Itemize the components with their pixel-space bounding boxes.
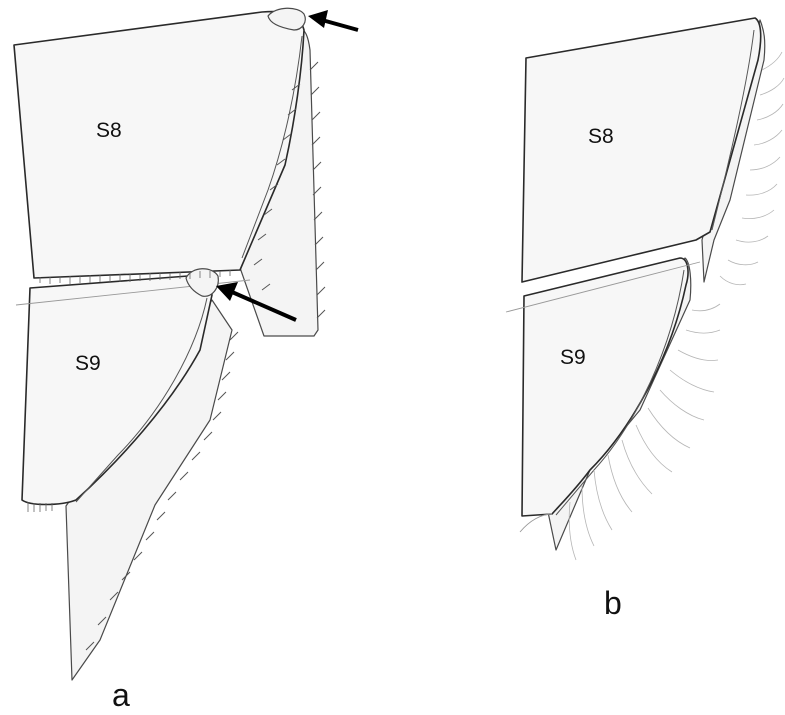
panel-b-s9-setae — [568, 303, 721, 561]
panel-b-s8-plate — [521, 17, 762, 283]
panel-a-s9-fringe — [27, 502, 53, 512]
panel-b-s8-setae — [719, 51, 785, 286]
panel-b: S8 S9 b — [505, 17, 785, 621]
panel-b-intersegmental-line — [505, 261, 701, 313]
panel-a-s9-lobe-teeth — [85, 331, 239, 651]
panel-b-base-line — [519, 513, 553, 533]
panel-a-upper-sclerite — [267, 7, 306, 31]
panel-a-s9-lobe — [65, 299, 233, 681]
panel-a-label-s8: S8 — [96, 119, 122, 142]
panel-a-s9-inner-edge — [75, 297, 208, 503]
panel-a-arrow-lower — [216, 282, 297, 322]
panel-b-s9-inner-edge — [555, 269, 685, 516]
panel-a-s8-fringe — [39, 270, 231, 284]
panel-b-s9-plate — [521, 257, 689, 517]
panel-a-label-s9: S9 — [75, 352, 101, 375]
panel-a-arrow-upper — [308, 10, 359, 32]
panel-b-label-s8: S8 — [588, 125, 614, 148]
panel-b-label-s9: S9 — [560, 346, 586, 369]
panel-b-label: b — [604, 585, 622, 621]
panel-b-s8-inner-edge — [711, 29, 755, 231]
panel-a-s8-inner-edge — [241, 35, 303, 259]
panel-a-label: a — [112, 677, 130, 713]
panel-a-s8-lobe-teeth — [253, 61, 326, 319]
panel-a: S8 S9 a — [13, 7, 359, 713]
